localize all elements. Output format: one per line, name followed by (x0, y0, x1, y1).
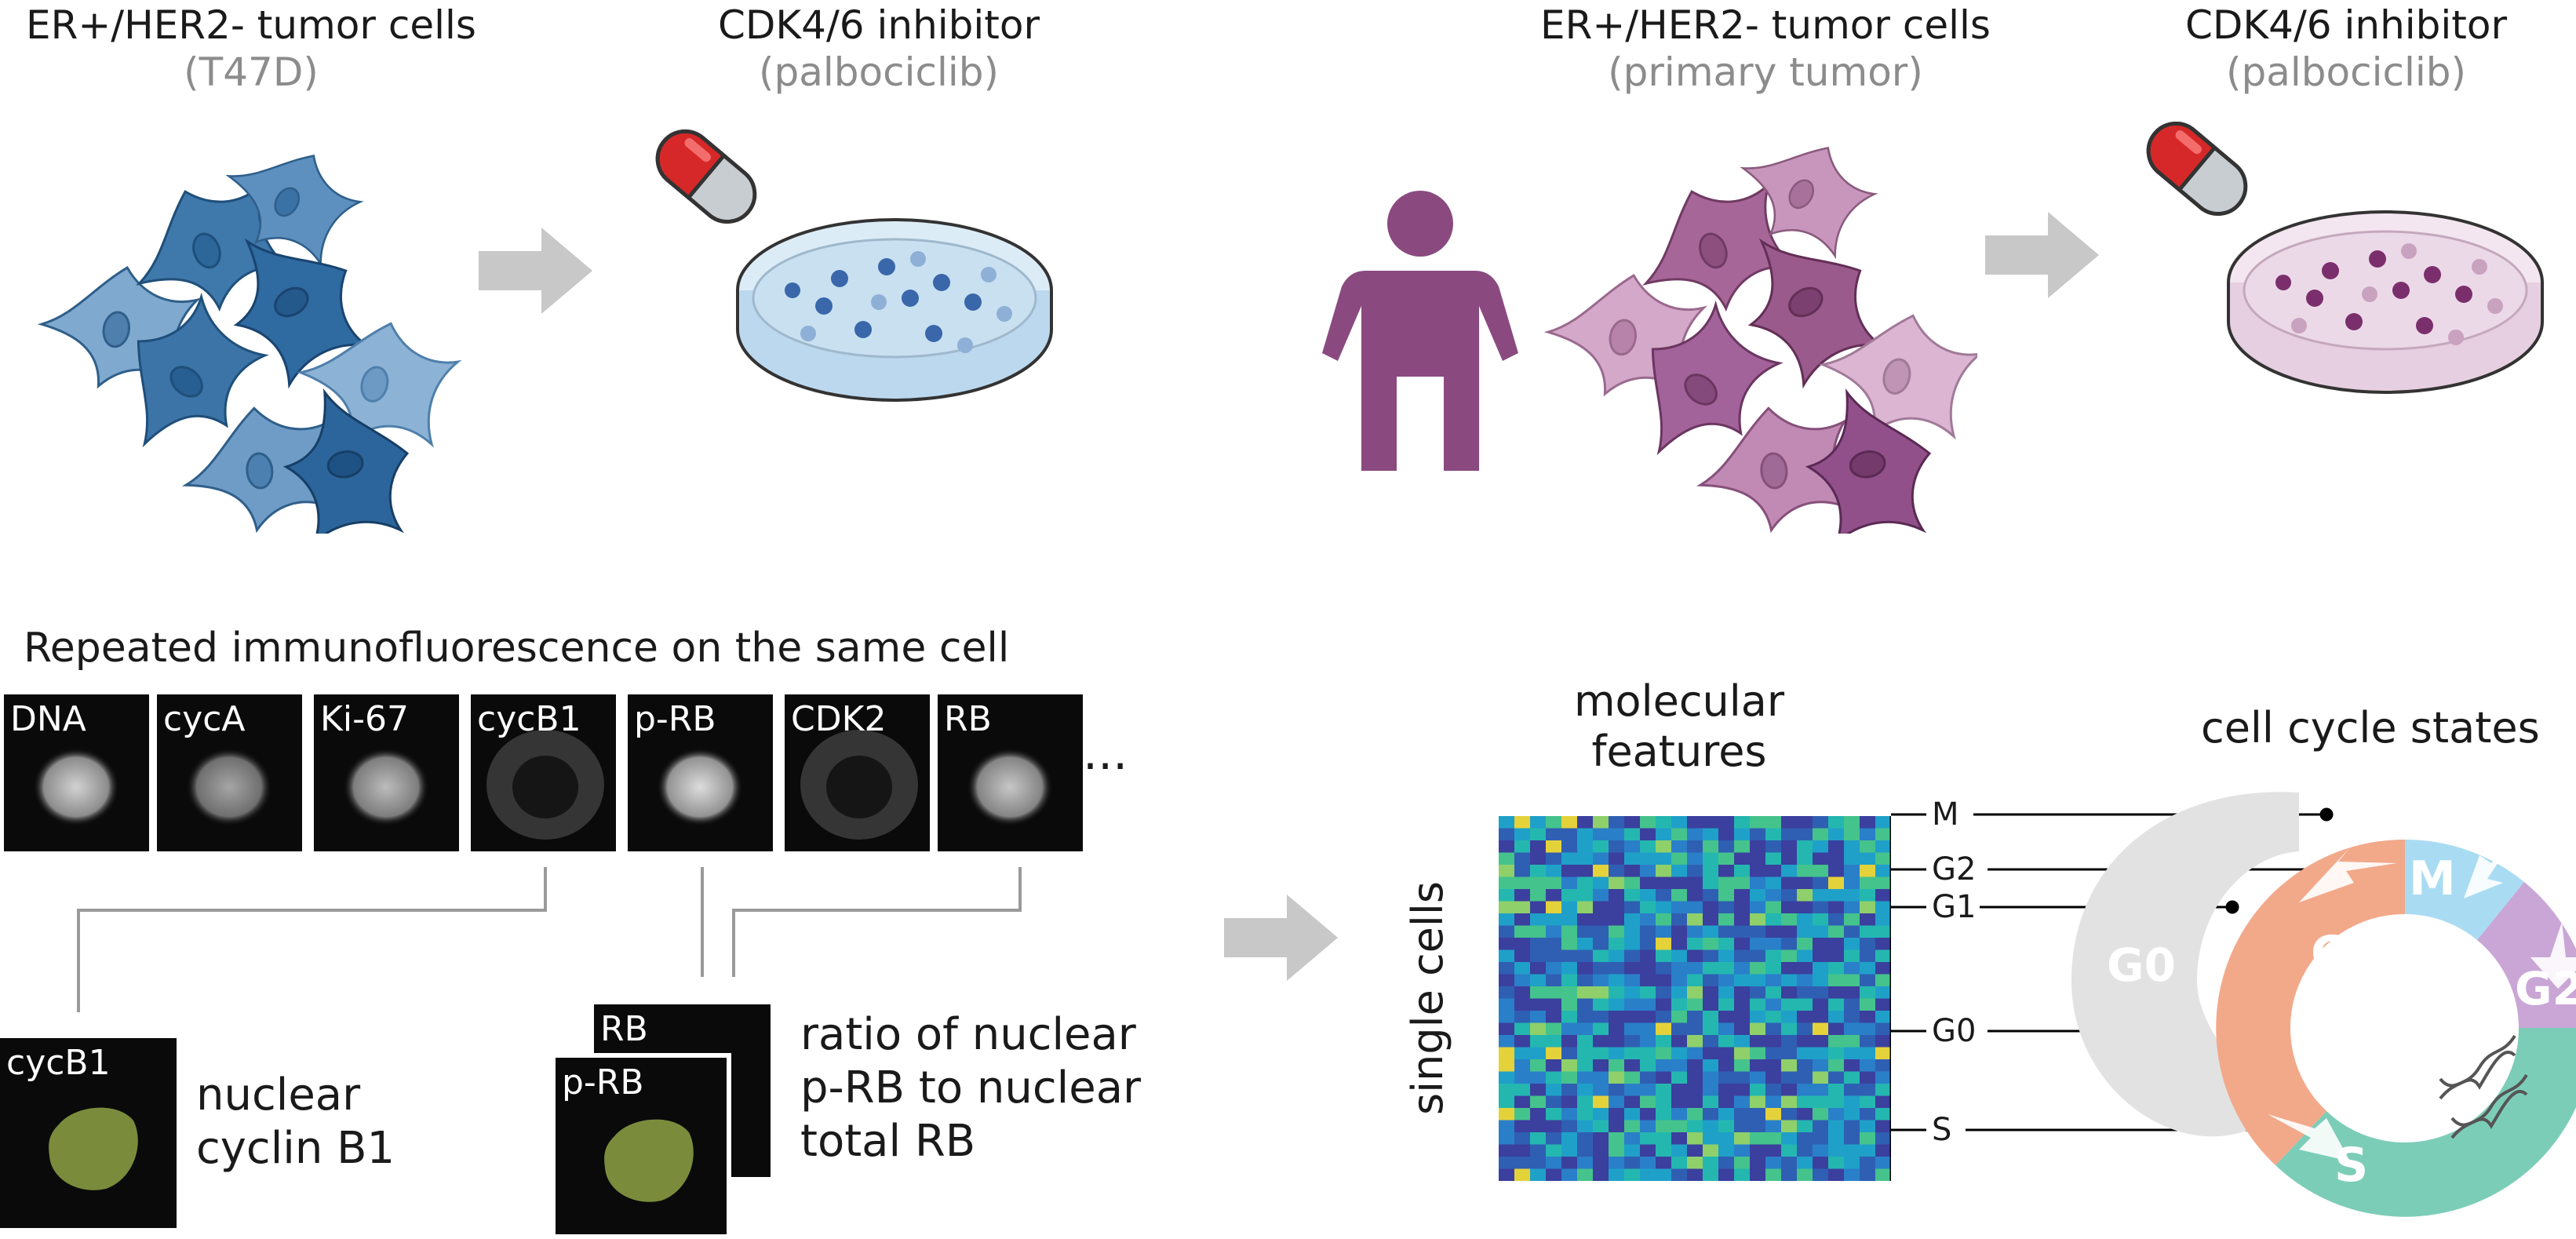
if-panel-cyca: cycA (157, 694, 302, 851)
if-panel-label: CDK2 (791, 699, 887, 739)
phase-label-g0: G0 (2107, 938, 2176, 992)
phase-label-m: M (2409, 851, 2456, 906)
pill-icon (655, 129, 757, 224)
state-label-g0: G0 (1932, 1013, 1977, 1049)
heatmap-title: molecular features (1573, 676, 1785, 776)
imaging-heading: Repeated immunofluorescence on the same … (24, 625, 1010, 672)
person-icon (1322, 191, 1518, 471)
cell-cycle-diagram: G1 M G2 G0 S (2071, 792, 2576, 1217)
primary-tumor-title: ER+/HER2- tumor cells (primary tumor) (1540, 2, 1991, 95)
if-panel-rb: RB (938, 694, 1083, 851)
blue-cell-group (31, 133, 463, 534)
phase-label-s: S (2334, 1138, 2368, 1193)
pill-icon (2146, 122, 2248, 216)
if-panel-cdk2: CDK2 (785, 694, 930, 851)
state-label-s: S (1932, 1112, 1952, 1148)
if-panel-p-rb: p-RB (628, 694, 773, 851)
cell-cycle-title: cell cycle states (2201, 703, 2540, 753)
if-panel-cycb1: cycB1 (471, 694, 616, 851)
roi-panel-label: cycB1 (6, 1043, 111, 1083)
purple-tumor-cells-illustration (1538, 133, 1977, 534)
nucleus-image (343, 748, 429, 826)
blue-tumor-cells-illustration (31, 133, 463, 534)
if-panel-label: DNA (10, 699, 86, 739)
if-panel-label: p-RB (634, 699, 716, 739)
g0-arc (2071, 792, 2299, 1137)
rb-ratio-caption: ratio of nuclear p-RB to nuclear total R… (800, 1009, 1142, 1167)
state-label-g1: G1 (1932, 889, 1977, 925)
nucleus-roi (49, 1107, 138, 1190)
if-panel-ki-67: Ki-67 (314, 694, 459, 851)
dna-helix-icon (2439, 1034, 2528, 1139)
cycle-arrow-icon (2299, 847, 2397, 902)
if-panel-label: Ki-67 (320, 699, 409, 739)
nucleus-image (486, 730, 604, 840)
nucleus-image (800, 730, 918, 840)
g1-phase-arc (2216, 839, 2405, 1165)
s-phase-arc (2275, 1028, 2576, 1217)
roi-panel-label: p-RB (562, 1062, 644, 1102)
flow-arrow (479, 228, 592, 314)
cycb1-roi-panel: cycB1 (0, 1038, 177, 1228)
heatmap (1499, 816, 1891, 1181)
if-panel-label: RB (944, 699, 992, 739)
heatmap-ylabel: single cells (1403, 880, 1452, 1116)
drug-title-left: CDK4/6 inhibitor (palbociclib) (717, 2, 1040, 95)
p-rb-roi-panel-front: p-RB (551, 1053, 731, 1239)
nuclear-cyclin-b1-caption: nuclear cyclin B1 (196, 1070, 395, 1174)
ellipsis: ... (1083, 726, 1128, 781)
petri-dish-blue (736, 218, 1053, 402)
drug-title-right: CDK4/6 inhibitor (palbociclib) (2184, 2, 2508, 95)
state-label-g2: G2 (1932, 851, 1977, 887)
roi-panel-label: RB (600, 1009, 648, 1049)
flow-arrow (1985, 212, 2099, 298)
t47d-title: ER+/HER2- tumor cells (T47D) (26, 2, 476, 95)
cycle-arrow-icon (2268, 1114, 2350, 1161)
g2-phase-arc (2477, 882, 2576, 1028)
nucleus-roi (604, 1119, 694, 1202)
purple-cell-group (1538, 133, 1977, 534)
petri-dish-purple (2227, 210, 2544, 394)
nucleus-image (33, 748, 119, 826)
cycle-arrow-icon (2464, 844, 2511, 898)
state-label-m: M (1932, 796, 1959, 833)
if-panel-label: cycA (163, 699, 246, 739)
connector-lines (77, 867, 1022, 1012)
nucleus-image (657, 748, 743, 826)
cycle-arrow-icon (2530, 922, 2576, 989)
nucleus-image (967, 748, 1053, 826)
flow-arrow (1224, 895, 1338, 981)
phase-label-g1: G1 (2311, 926, 2382, 981)
if-panel-dna: DNA (4, 694, 149, 851)
phase-label-g2: G2 (2515, 962, 2576, 1015)
nucleus-image (186, 748, 272, 826)
if-panel-label: cycB1 (477, 699, 581, 739)
